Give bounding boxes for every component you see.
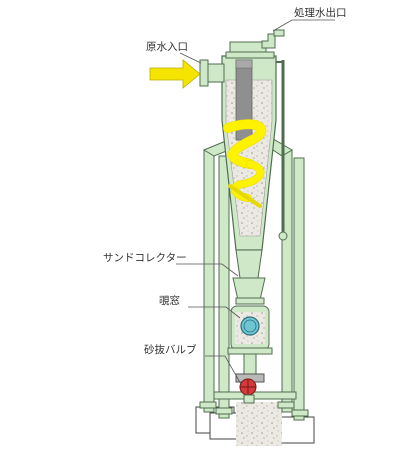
raw-water-inlet-nozzle (199, 59, 225, 87)
support-frame (199, 135, 309, 421)
inlet-arrow-icon (149, 59, 201, 89)
treated-water-outlet-pipe (225, 29, 285, 59)
side-pipe (276, 60, 288, 241)
sand-collector-body (232, 249, 266, 305)
treated-water-outlet-label: 処理水出口 (294, 6, 347, 19)
sight-window-chamber (227, 305, 273, 355)
drain-valve-label: 砂抜バルブ (144, 343, 197, 356)
vortex-spiral (223, 119, 267, 208)
sand-collector-label: サンドコレクター (103, 252, 187, 264)
drain-valve (235, 353, 265, 404)
raw-water-inlet-label: 原水入口 (146, 41, 188, 53)
callout-leaders (176, 19, 335, 387)
sight-window-label: 覗窓 (159, 294, 180, 307)
